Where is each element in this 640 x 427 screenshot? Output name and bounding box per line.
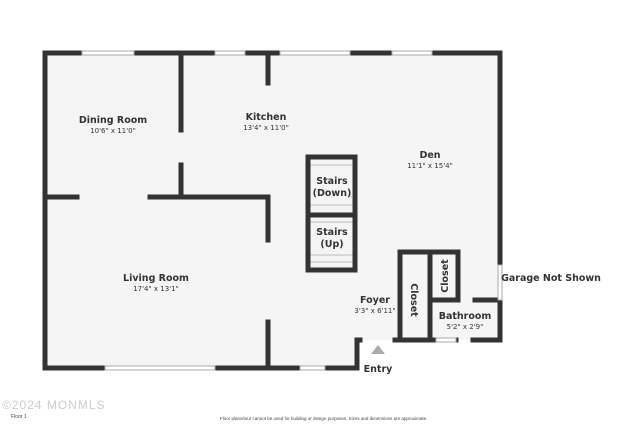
garage-label: Garage Not Shown xyxy=(501,273,601,284)
stairs xyxy=(310,164,353,263)
dining-room-label: Dining Room xyxy=(79,115,147,126)
stairs-up-label: Stairs xyxy=(316,227,348,238)
closet-label: Closet xyxy=(408,283,419,317)
stairs-down-sub: (Down) xyxy=(313,188,352,199)
stairs-up-sub: (Up) xyxy=(320,239,343,250)
living-room-label: Living Room xyxy=(123,273,189,284)
foyer-label: Foyer xyxy=(360,295,390,306)
entry-arrow-icon xyxy=(371,345,385,354)
walls xyxy=(42,50,503,371)
windows xyxy=(81,50,503,371)
floor-area xyxy=(45,53,500,368)
living-room-size: 17'4" x 13'1" xyxy=(133,285,179,293)
entry-label: Entry xyxy=(364,364,393,375)
watermark: ©2024 MONMLS xyxy=(2,398,106,412)
foyer-size: 3'3" x 6'11" xyxy=(354,307,395,315)
den-label: Den xyxy=(419,150,440,161)
closet-label-2: Closet xyxy=(440,259,451,293)
dining-room-size: 10'6" x 11'0" xyxy=(90,127,136,135)
stairs-down-label: Stairs xyxy=(316,176,348,187)
den-size: 11'1" x 15'4" xyxy=(407,162,453,170)
floor-label: Floor 1 xyxy=(11,414,27,420)
bathroom-size: 5'2" x 2'9" xyxy=(447,323,484,331)
bathroom-label: Bathroom xyxy=(439,311,492,322)
kitchen-label: Kitchen xyxy=(246,112,287,123)
kitchen-size: 13'4" x 11'0" xyxy=(243,124,289,132)
disclaimer: Floor plans/tour cannot be used for buil… xyxy=(220,416,428,421)
